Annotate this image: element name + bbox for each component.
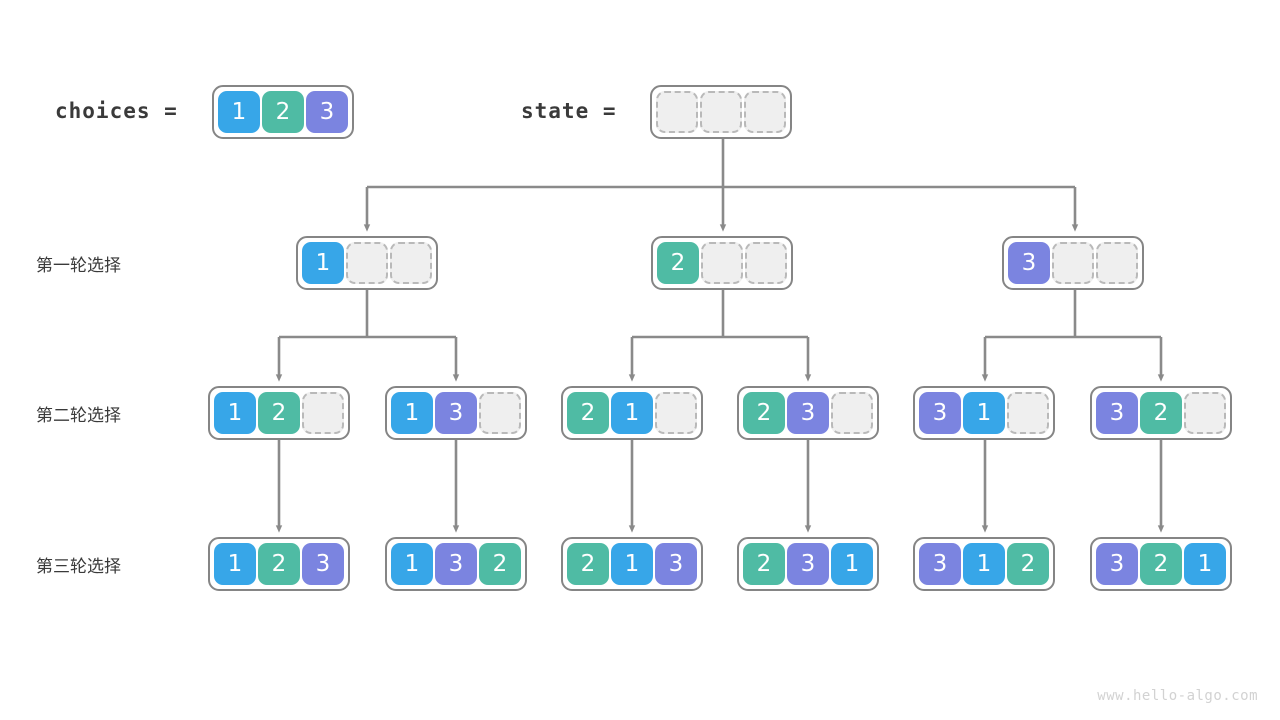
array-cell-empty [700,91,742,133]
watermark: www.hello-algo.com [1097,688,1258,704]
array-cell-value: 3 [302,543,344,585]
array-cell-value: 1 [831,543,873,585]
array-cell-value: 1 [302,242,344,284]
state-node-round1-3: 3 [1002,236,1144,290]
array-cell-empty [302,392,344,434]
array-cell-empty [701,242,743,284]
array-cell-value: 1 [963,392,1005,434]
array-cell-value: 2 [1007,543,1049,585]
array-cell-value: 2 [1140,392,1182,434]
array-cell-empty [346,242,388,284]
array-cell-empty [831,392,873,434]
state-node-round1-3-cells: 3 [1002,236,1144,290]
state-label: state = [521,99,617,123]
array-cell-value: 1 [611,543,653,585]
array-cell-empty [1052,242,1094,284]
array-cell-value: 3 [919,543,961,585]
array-cell-empty [745,242,787,284]
array-cell-empty [1096,242,1138,284]
array-cell-value: 1 [214,392,256,434]
state-node-round1-2-cells: 2 [651,236,793,290]
array-cell-empty [1007,392,1049,434]
array-cell-empty [744,91,786,133]
array-cell-value: 3 [1008,242,1050,284]
array-cell-value: 3 [787,543,829,585]
array-cell-value: 2 [479,543,521,585]
state-node-round1-1-cells: 1 [296,236,438,290]
array-cell-empty [479,392,521,434]
array-cell-value: 2 [743,543,785,585]
array-cell-value: 2 [258,392,300,434]
array-cell-value: 1 [391,392,433,434]
array-cell-value: 1 [611,392,653,434]
array-cell-value: 3 [919,392,961,434]
array-cell-value: 2 [657,242,699,284]
row-label-round-1: 第一轮选择 [36,256,121,276]
state-node-round1-1: 1 [296,236,438,290]
array-cell-value: 1 [218,91,260,133]
array-cell-value: 3 [1096,392,1138,434]
array-cell-empty [390,242,432,284]
array-cell-value: 3 [306,91,348,133]
array-cell-value: 2 [1140,543,1182,585]
array-cell-value: 1 [391,543,433,585]
array-cell-empty [1184,392,1226,434]
array-cell-value: 3 [435,392,477,434]
array-cell-value: 3 [787,392,829,434]
array-cell-value: 1 [1184,543,1226,585]
array-cell-value: 1 [214,543,256,585]
array-cell-value: 3 [655,543,697,585]
array-cell-value: 2 [743,392,785,434]
choices-label: choices = [55,99,178,123]
row-label-round-3: 第三轮选择 [36,557,121,577]
state-array [650,85,792,139]
array-cell-empty [655,392,697,434]
array-cell-value: 2 [567,543,609,585]
array-cell-value: 3 [435,543,477,585]
state-array-cells [650,85,792,139]
array-cell-empty [656,91,698,133]
array-cell-value: 3 [1096,543,1138,585]
row-label-round-2: 第二轮选择 [36,406,121,426]
array-cell-value: 2 [258,543,300,585]
array-cell-value: 2 [262,91,304,133]
array-cell-value: 2 [567,392,609,434]
array-cell-value: 1 [963,543,1005,585]
state-node-round1-2: 2 [651,236,793,290]
